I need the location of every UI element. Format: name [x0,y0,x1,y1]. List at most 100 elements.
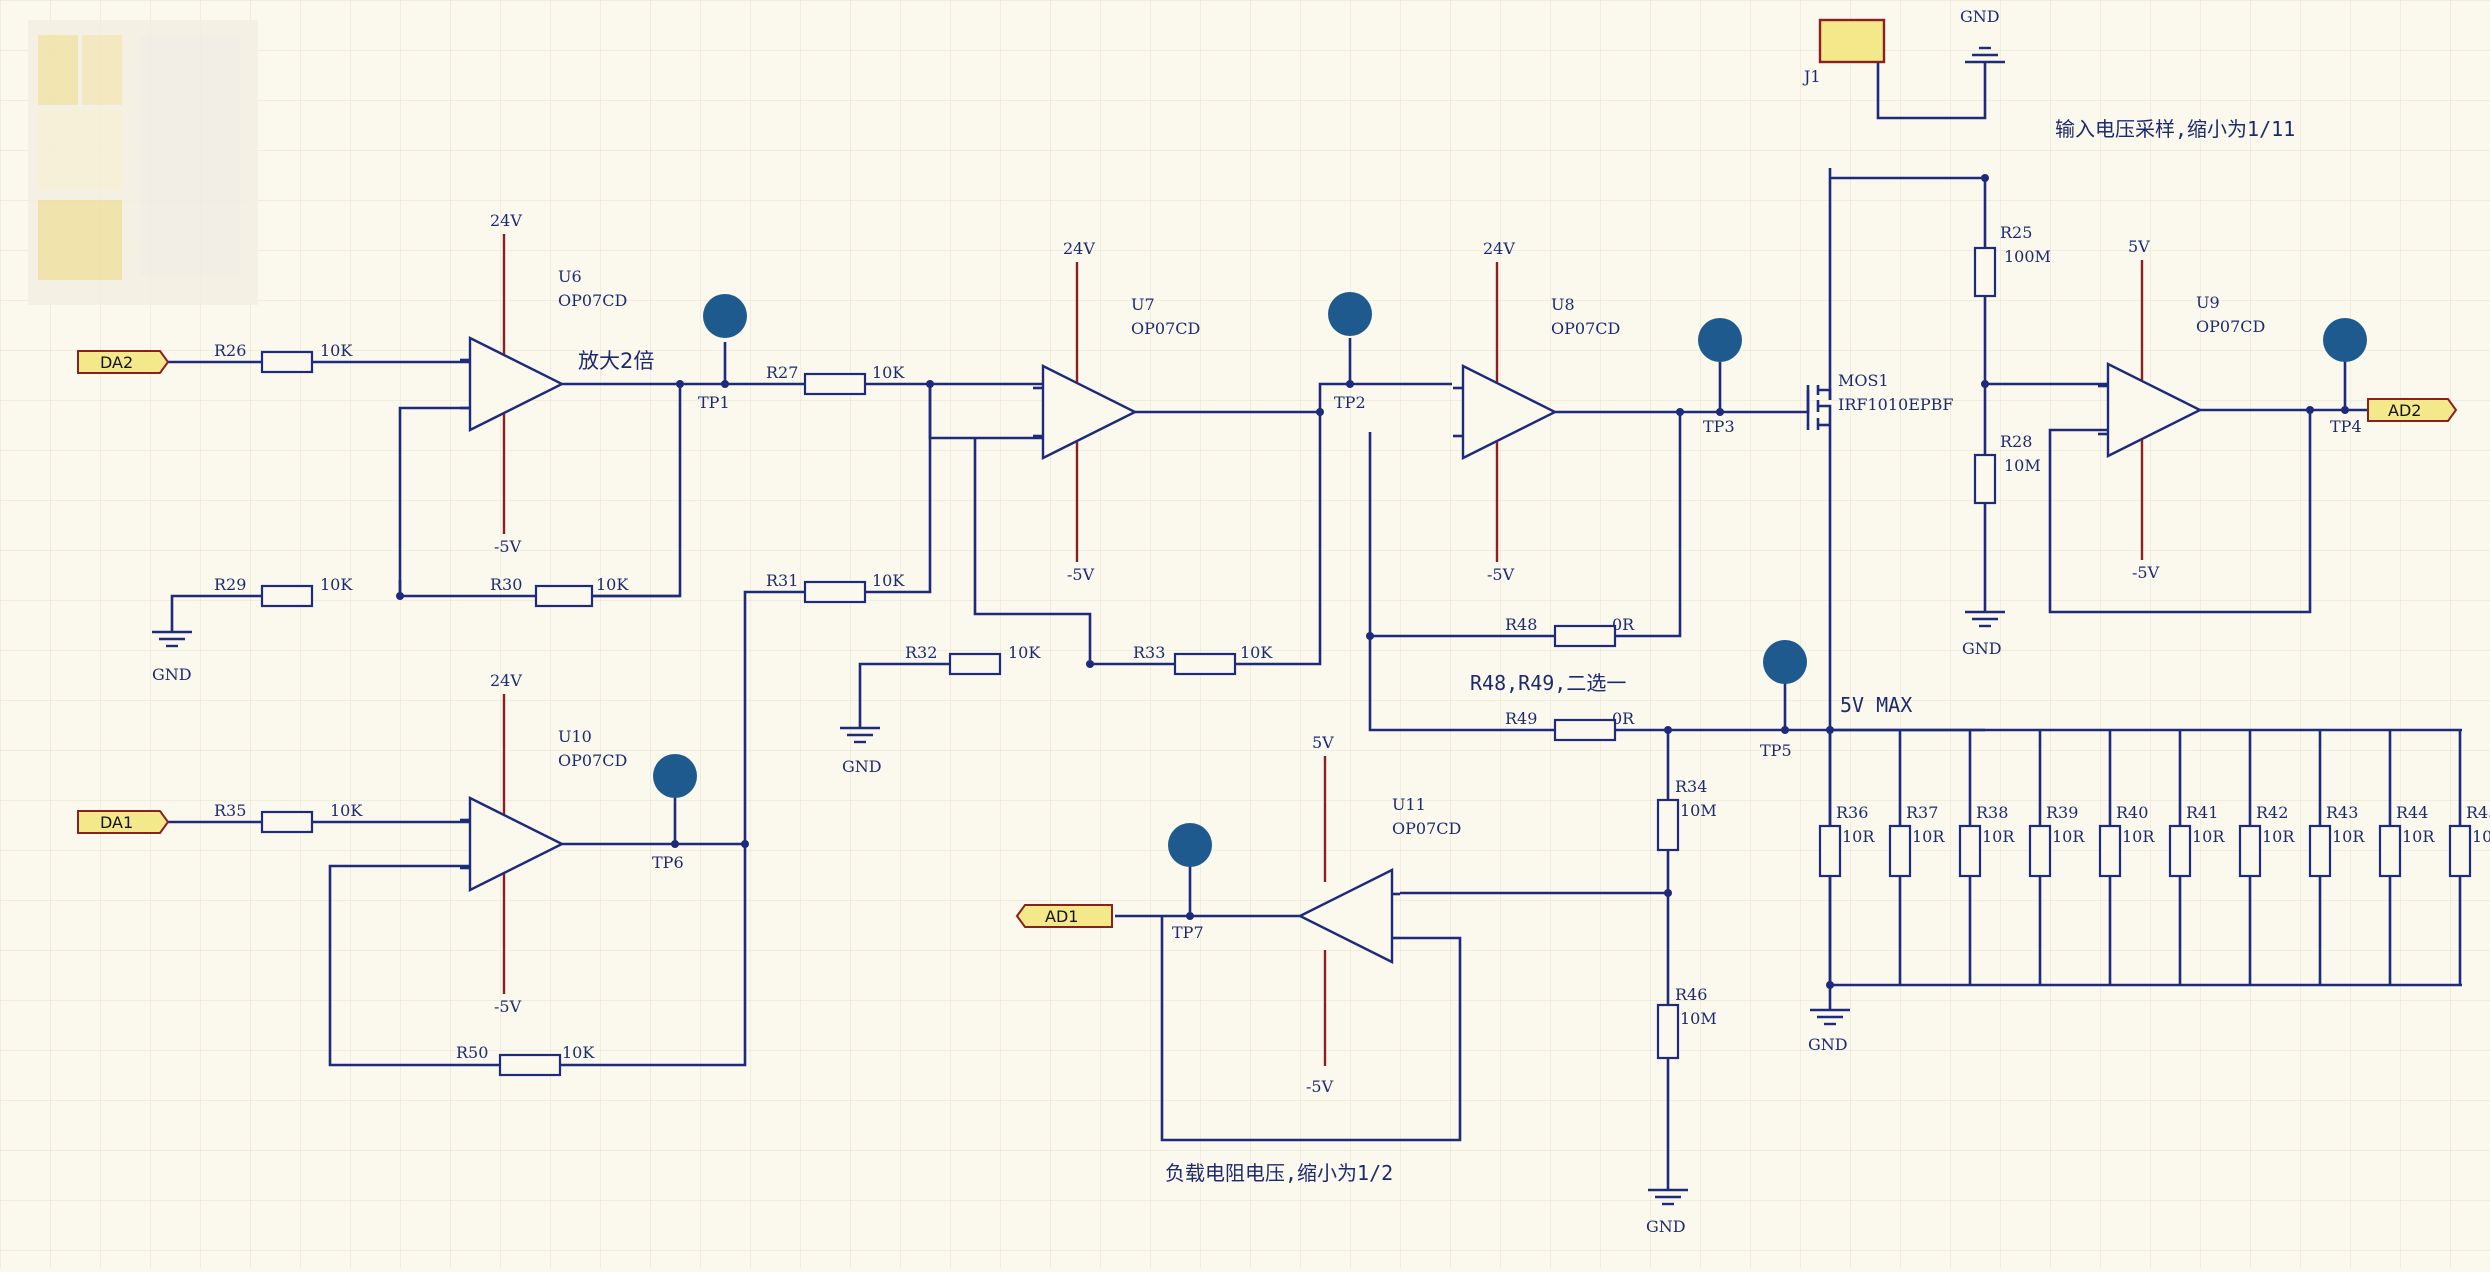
junctions [396,174,2349,989]
note-amp-gain: 放大2倍 [578,349,654,373]
resistor-r27[interactable]: R27 10K [766,363,905,396]
resistor-r29[interactable]: R29 10K [214,575,353,608]
svg-text:R30: R30 [490,575,522,594]
svg-text:GND: GND [1646,1217,1686,1236]
ground-symbol: GND [152,630,192,684]
svg-text:IRF1010EPBF: IRF1010EPBF [1838,395,1954,414]
svg-text:AD2: AD2 [2388,401,2421,420]
resistor-r45[interactable]: R4510R [2448,730,2490,985]
resistor-r28[interactable]: R28 10M [1973,432,2041,505]
svg-text:R29: R29 [214,575,246,594]
svg-text:10K: 10K [872,571,905,590]
resistor-r35[interactable]: R35 10K [214,801,363,834]
resistor-r33[interactable]: R33 10K [1133,643,1273,676]
opamp-u9-vneg: -5V [2132,563,2160,582]
svg-text:R33: R33 [1133,643,1165,662]
resistor-r49[interactable]: R49 0R [1505,709,1635,742]
svg-text:10K: 10K [562,1043,595,1062]
svg-text:10M: 10M [1680,1009,1717,1028]
resistor-r31[interactable]: R31 10K [766,571,905,604]
resistor-r50[interactable]: R50 10K [456,1043,595,1077]
opamp-u6-vpos: 24V [490,211,522,230]
opamp-u11-part: OP07CD [1392,819,1461,838]
svg-text:10K: 10K [1240,643,1273,662]
svg-text:R37: R37 [1906,803,1938,822]
port-da1[interactable]: DA1 [77,810,170,834]
opamp-u9-part: OP07CD [2196,317,2265,336]
resistor-r32[interactable]: R32 10K [905,643,1041,676]
opamp-u7-ref: U7 [1131,295,1155,314]
opamp-u7-vpos: 24V [1063,239,1095,258]
testpoint-tp2[interactable]: TP2 [1328,292,1372,412]
svg-text:R27: R27 [766,363,798,382]
svg-text:10R: 10R [2332,827,2365,846]
testpoint-tp1[interactable]: TP1 [698,294,747,412]
svg-text:R25: R25 [2000,223,2032,242]
testpoint-tp6[interactable]: TP6 [652,754,697,872]
testpoint-tp5[interactable]: TP5 [1760,640,1807,760]
svg-text:10R: 10R [2472,827,2490,846]
svg-text:R49: R49 [1505,709,1537,728]
svg-text:DA1: DA1 [100,813,133,832]
resistor-r30[interactable]: R30 10K [490,575,629,608]
opamp-u11-ref: U11 [1392,795,1426,814]
resistor-r34[interactable]: R34 10M [1656,777,1717,852]
svg-text:0R: 0R [1612,709,1635,728]
mosfet-mos1[interactable]: MOS1 IRF1010EPBF [1790,371,1954,430]
resistor-r26[interactable]: R26 10K [214,341,353,374]
port-da2[interactable]: DA2 [77,350,170,374]
resistor-r46[interactable]: R46 10M [1656,985,1717,1060]
svg-text:R48: R48 [1505,615,1537,634]
resistor-r48[interactable]: R48 0R [1505,615,1635,648]
testpoint-tp4[interactable]: TP4 [2323,318,2367,436]
svg-text:R26: R26 [214,341,246,360]
svg-text:TP1: TP1 [698,393,730,412]
opamp-u7-part: OP07CD [1131,319,1200,338]
svg-text:GND: GND [152,665,192,684]
svg-text:GND: GND [1962,639,2002,658]
connector-j1[interactable]: J1 [1802,18,1886,86]
resistor-r25[interactable]: R25 100M [1973,223,2051,298]
svg-text:TP5: TP5 [1760,741,1792,760]
opamp-u7-vneg: -5V [1067,565,1095,584]
ground-symbol: GND [840,726,882,776]
opamp-u8-vneg: -5V [1487,565,1515,584]
svg-text:0R: 0R [1612,615,1635,634]
ground-symbol: GND [1808,1008,1850,1054]
svg-text:R36: R36 [1836,803,1868,822]
opamp-u10-part: OP07CD [558,751,627,770]
svg-text:10K: 10K [872,363,905,382]
testpoint-tp3[interactable]: TP3 [1698,318,1742,436]
port-ad1[interactable]: AD1 [1015,904,1113,928]
svg-text:R39: R39 [2046,803,2078,822]
opamps: 24V-5VU6OP07CD24V-5VU7OP07CD24V-5VU8OP07… [460,211,2265,1096]
svg-text:R28: R28 [2000,432,2032,451]
svg-text:10R: 10R [2052,827,2085,846]
port-ad2[interactable]: AD2 [2367,398,2458,422]
wires [166,62,2462,1190]
opamp-u10-vneg: -5V [494,997,522,1016]
testpoint-tp7[interactable]: TP7 [1168,823,1212,942]
opamp-u8-part: OP07CD [1551,319,1620,338]
note-select: R48,R49,二选一 [1470,671,1626,695]
ground-symbol: GND [1960,7,2005,64]
svg-text:10R: 10R [2192,827,2225,846]
svg-text:R41: R41 [2186,803,2218,822]
